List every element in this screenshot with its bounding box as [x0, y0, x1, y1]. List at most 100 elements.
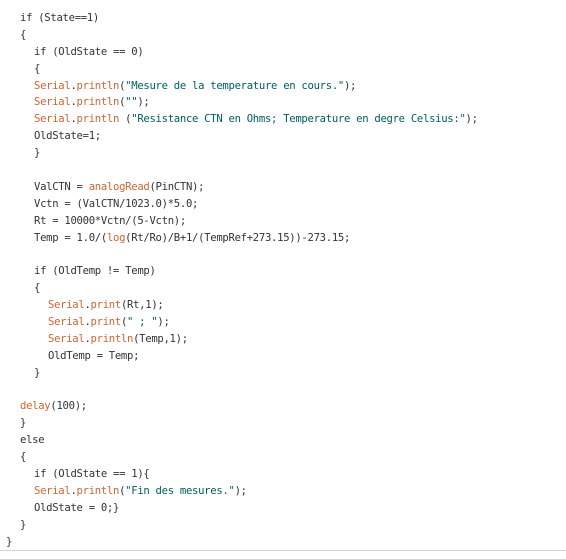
code-token: (Temp,1);: [133, 332, 188, 345]
code-token: if (OldTemp != Temp): [34, 265, 156, 278]
code-line: Serial.println("Fin des mesures.");: [0, 483, 478, 500]
code-token: OldTemp = Temp;: [48, 349, 140, 362]
code-token: (PinCTN);: [149, 180, 205, 193]
code-token: {: [20, 28, 27, 41]
code-token: analogRead: [88, 180, 150, 193]
code-line: if (OldTemp != Temp): [0, 263, 478, 280]
code-token: println: [90, 332, 134, 345]
code-token: (: [119, 79, 126, 92]
code-token: Serial: [34, 113, 71, 126]
code-token: (Rt,1);: [120, 299, 164, 312]
code-line: Serial.println ("Resistance CTN en Ohms;…: [0, 111, 478, 128]
code-token: .: [84, 332, 91, 345]
code-line: Serial.println("Mesure de la temperature…: [0, 78, 478, 95]
code-token: );: [157, 316, 170, 329]
code-token: if (State==1): [20, 12, 100, 24]
code-token: "Resistance CTN en Ohms; Temperature en …: [131, 113, 466, 126]
code-token: Serial: [34, 79, 71, 92]
bottom-divider: [0, 550, 566, 551]
code-token: .: [70, 79, 77, 92]
code-line: OldState = 0;}: [0, 500, 478, 517]
code-line: }: [0, 534, 478, 551]
code-token: (100);: [50, 400, 87, 413]
code-token: (: [120, 316, 128, 329]
code-token: println: [76, 484, 120, 497]
code-token: Vctn = (ValCTN/1023.0)*5.0;: [34, 197, 199, 210]
code-token: "Fin des mesures.": [125, 484, 235, 497]
code-token: );: [465, 113, 478, 126]
code-line: OldState=1;: [0, 128, 478, 145]
code-block: if (State==1) { if (OldState == 0) { Serial.…: [0, 10, 478, 551]
code-token: (: [119, 113, 132, 126]
code-token: Serial: [48, 316, 85, 329]
code-line: }: [0, 415, 478, 432]
code-line: Serial.println("");: [0, 94, 478, 111]
code-token: );: [137, 96, 150, 109]
code-token: {: [20, 451, 27, 464]
code-line: [0, 246, 478, 263]
code-token: log: [106, 231, 126, 244]
code-token: }: [34, 366, 41, 379]
code-token: delay: [20, 400, 51, 413]
code-token: OldState = 0;}: [34, 501, 120, 514]
code-token: OldState=1;: [34, 130, 101, 143]
code-token: println: [76, 113, 120, 126]
code-token: (: [119, 484, 126, 497]
code-token: Serial: [34, 484, 71, 497]
code-token: );: [234, 484, 247, 497]
code-line: if (OldState == 0): [0, 44, 478, 61]
code-line: }: [0, 365, 478, 382]
code-token: "": [125, 96, 138, 109]
code-line: OldTemp = Temp;: [0, 348, 478, 365]
code-line: Temp = 1.0/(log(Rt/Ro)/B+1/(TempRef+273.…: [0, 230, 478, 247]
code-line: {: [0, 280, 478, 297]
code-token: if (OldState == 0): [34, 45, 144, 58]
code-token: Serial: [48, 332, 85, 345]
code-line: {: [0, 449, 478, 466]
code-token: " ; ": [127, 316, 158, 329]
code-token: else: [20, 434, 45, 447]
code-token: Temp = 1.0/(: [34, 231, 107, 244]
code-token: {: [34, 282, 41, 295]
code-token: .: [70, 484, 77, 497]
code-token: ValCTN =: [34, 180, 89, 193]
code-line: Rt = 10000*Vctn/(5-Vctn);: [0, 213, 478, 230]
code-token: Serial: [34, 96, 71, 109]
code-line: delay(100);: [0, 398, 478, 415]
code-token: .: [84, 299, 91, 312]
code-token: Rt = 10000*Vctn/(5-Vctn);: [34, 214, 186, 227]
code-line: {: [0, 27, 478, 44]
code-token: }: [34, 147, 41, 160]
code-line: if (State==1): [0, 10, 478, 27]
code-line: {: [0, 61, 478, 78]
code-line: [0, 382, 478, 399]
code-token: Serial: [48, 299, 85, 312]
code-token: (: [119, 96, 126, 109]
code-token: "Mesure de la temperature en cours.": [125, 79, 344, 92]
code-token: println: [76, 96, 120, 109]
code-token: );: [343, 79, 357, 92]
code-token: .: [70, 113, 77, 126]
code-line: }: [0, 517, 478, 534]
code-token: .: [84, 316, 91, 329]
code-token: println: [76, 79, 120, 92]
code-token: if (OldState == 1){: [34, 468, 150, 481]
code-line: else: [0, 432, 478, 449]
code-line: Vctn = (ValCTN/1023.0)*5.0;: [0, 196, 478, 213]
code-line: Serial.print(Rt,1);: [0, 297, 478, 314]
code-line: Serial.println(Temp,1);: [0, 331, 478, 348]
code-line: Serial.print(" ; ");: [0, 314, 478, 331]
code-line: ValCTN = analogRead(PinCTN);: [0, 179, 478, 196]
code-token: }: [20, 417, 27, 430]
code-line: if (OldState == 1){: [0, 466, 478, 483]
code-line: }: [0, 145, 478, 162]
code-token: .: [70, 96, 77, 109]
code-token: print: [90, 299, 122, 312]
code-token: }: [6, 535, 13, 548]
code-token: (Rt/Ro)/B+1/(TempRef+273.15))-273.15;: [125, 231, 351, 244]
code-token: }: [20, 518, 27, 531]
code-line: [0, 162, 478, 179]
code-token: print: [90, 316, 122, 329]
code-token: {: [34, 62, 41, 75]
